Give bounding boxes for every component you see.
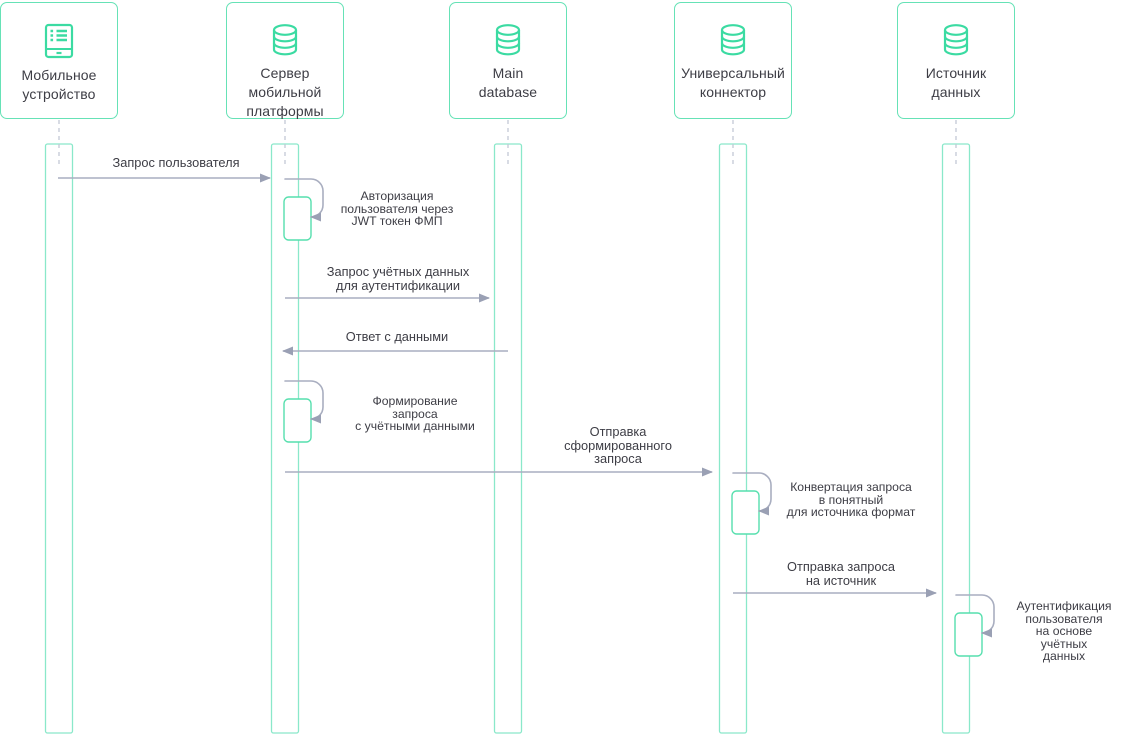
participant-label: Универсальный коннектор — [681, 65, 785, 100]
participant-box: Источник данных — [897, 2, 1015, 119]
database-icon — [719, 23, 747, 57]
message-label: Отправка сформированного запроса — [564, 424, 672, 466]
self-activation-box — [731, 490, 760, 535]
device-icon — [44, 23, 74, 59]
database-icon — [271, 23, 299, 57]
message-label: Запрос пользователя — [112, 155, 240, 170]
participant-box: Main database — [449, 2, 567, 119]
self-message-arrow — [284, 178, 324, 222]
activation-bar — [44, 143, 74, 734]
database-icon — [942, 23, 970, 57]
message-label: Конвертация запроса в понятный для источ… — [786, 480, 916, 519]
self-activation-box — [283, 398, 312, 443]
message-label: Отправка запроса на источник — [787, 559, 895, 588]
participant-label: Main database — [478, 65, 538, 100]
message-label: Ответ с данными — [345, 329, 449, 344]
self-activation-box — [954, 612, 983, 657]
self-message-arrow — [955, 594, 995, 638]
participant-label: Мобильное устройство — [21, 67, 97, 102]
message-label: Запрос учётных данных для аутентификации — [326, 264, 470, 293]
activation-bar — [493, 143, 523, 734]
participant-box: Сервер мобильной платформы — [226, 2, 344, 119]
message-label: Авторизация пользователя через JWT токен… — [340, 189, 454, 228]
database-icon — [494, 23, 522, 57]
self-message-arrow — [284, 380, 324, 424]
participant-box: Универсальный коннектор — [674, 2, 792, 119]
participant-label: Сервер мобильной платформы — [246, 65, 324, 119]
message-label: Формирование запроса с учётными данными — [355, 394, 475, 433]
participant-label: Источник данных — [925, 65, 987, 100]
message-label: Аутентификация пользователя на основе уч… — [1016, 599, 1112, 663]
participant-box: Мобильное устройство — [0, 2, 118, 119]
activation-bar — [718, 143, 748, 734]
self-activation-box — [283, 196, 312, 241]
self-message-arrow — [732, 472, 772, 516]
